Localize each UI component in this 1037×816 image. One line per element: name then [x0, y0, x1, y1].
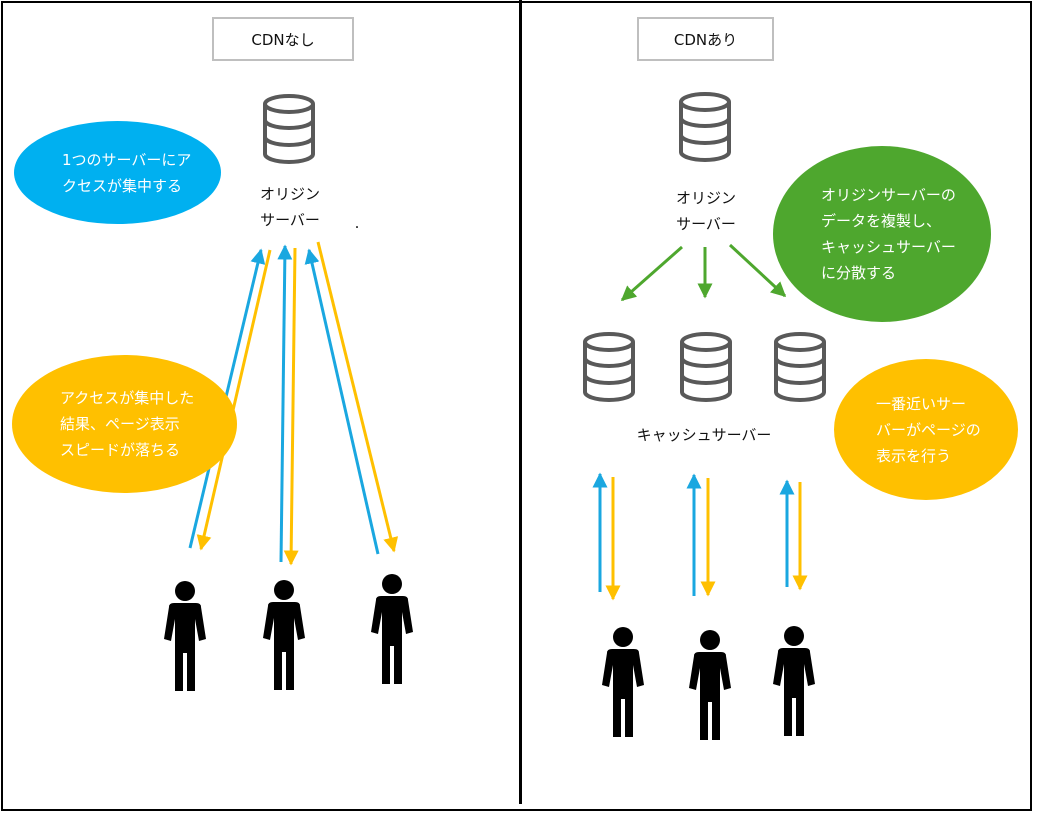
right-origin-label: オリジン サーバー — [666, 185, 746, 237]
origin-label-line2: サーバー — [676, 215, 736, 233]
cache-server-label: キャッシュサーバー — [636, 426, 772, 444]
replication-arrow — [728, 243, 787, 298]
user-icon — [371, 574, 413, 684]
user-icon — [689, 630, 731, 740]
center-divider — [519, 0, 522, 804]
left-title-box: CDNなし — [212, 17, 354, 61]
bubble-replicate-text: オリジンサーバーの データを複製し、 キャッシュサーバー に分散する — [821, 186, 956, 282]
origin-label-line2: サーバー — [260, 211, 320, 229]
origin-label-line1: オリジン — [259, 185, 320, 203]
left-title: CDNなし — [251, 30, 315, 49]
cache-server-icon — [680, 332, 732, 402]
cache-server-icon — [774, 332, 826, 402]
origin-server-icon — [679, 92, 731, 162]
origin-label-line1: オリジン — [675, 189, 736, 207]
replication-arrow — [620, 245, 683, 302]
stray-dot: . — [354, 214, 360, 232]
request-arrow — [304, 248, 380, 555]
user-icon — [602, 627, 644, 737]
bubble-nearest: 一番近いサー バーがページの 表示を行う — [834, 359, 1018, 500]
response-arrow — [196, 249, 272, 551]
user-icon — [263, 580, 305, 690]
left-origin-label: オリジン サーバー — [250, 181, 330, 233]
bubble-slowdown-text: アクセスが集中した 結果、ページ表示 スピードが落ちる — [60, 389, 195, 459]
bubble-nearest-text: 一番近いサー バーがページの 表示を行う — [876, 394, 981, 465]
right-title: CDNあり — [673, 30, 738, 49]
bubble-single-server-text: 1つのサーバーにア クセスが集中する — [62, 150, 192, 195]
bubble-slowdown: アクセスが集中した 結果、ページ表示 スピードが落ちる — [12, 355, 237, 493]
origin-server-icon — [263, 94, 315, 164]
bubble-replicate: オリジンサーバーの データを複製し、 キャッシュサーバー に分散する — [773, 146, 991, 322]
response-arrow — [316, 241, 399, 553]
user-icon — [164, 581, 206, 691]
request-arrow — [277, 244, 293, 563]
user-icon — [773, 626, 815, 736]
bubble-single-server: 1つのサーバーにア クセスが集中する — [14, 121, 221, 224]
cache-server-icon — [583, 332, 635, 402]
right-title-box: CDNあり — [637, 17, 774, 61]
response-arrow — [283, 247, 299, 566]
